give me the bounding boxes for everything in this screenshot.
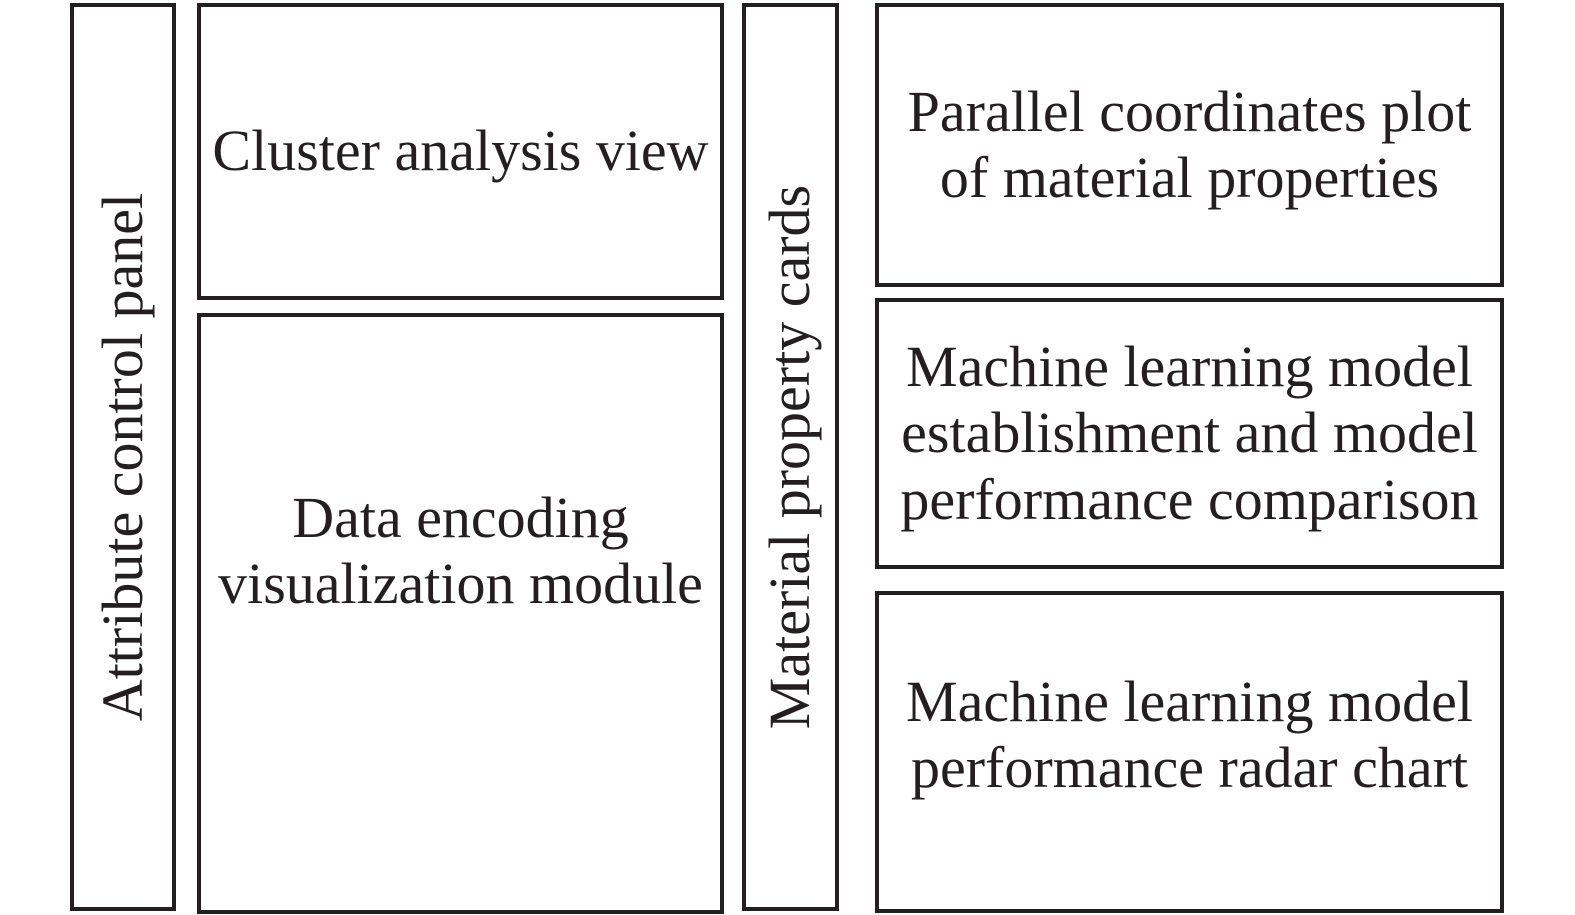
panel-ml-model-comparison: Machine learning model establishment and… <box>875 298 1504 569</box>
ml-model-label-line1: Machine learning model <box>906 334 1473 400</box>
attribute-control-label: Attribute control panel <box>89 192 155 722</box>
parallel-coordinates-label-line2: of material properties <box>939 145 1440 210</box>
ml-model-label-line3: performance comparison <box>900 466 1479 532</box>
panel-attribute-control: Attribute control panel <box>70 3 176 911</box>
radar-chart-label-line1: Machine learning model <box>906 668 1473 734</box>
panel-cluster-analysis: Cluster analysis view <box>197 3 724 300</box>
panel-parallel-coordinates: Parallel coordinates plot of material pr… <box>875 3 1504 287</box>
data-encoding-label-line2: visualization module <box>218 551 703 617</box>
panel-ml-radar-chart: Machine learning model performance radar… <box>875 591 1504 913</box>
panel-data-encoding: Data encoding visualization module <box>197 313 724 914</box>
ml-model-label-line2: establishment and model <box>901 400 1478 466</box>
radar-chart-label-line2: performance radar chart <box>910 735 1469 800</box>
cluster-analysis-label: Cluster analysis view <box>212 118 709 184</box>
parallel-coordinates-label-line1: Parallel coordinates plot <box>907 78 1472 144</box>
material-property-cards-label: Material property cards <box>757 184 823 730</box>
data-encoding-label-line1: Data encoding <box>292 485 629 550</box>
panel-material-property-cards: Material property cards <box>742 3 839 911</box>
